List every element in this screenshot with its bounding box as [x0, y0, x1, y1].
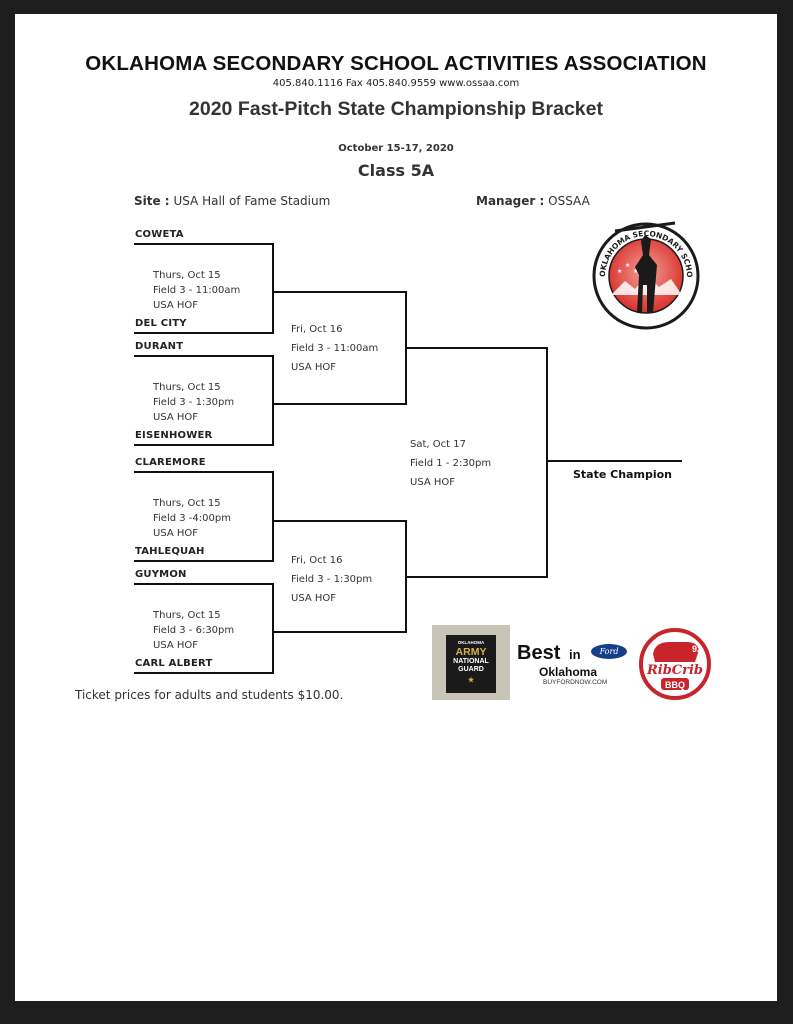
- bracket-line: [134, 332, 274, 334]
- game-venue: USA HOF: [153, 640, 199, 651]
- bracket-line: [272, 471, 274, 562]
- ford-url-text: BUYFORDNOW.COM: [543, 679, 608, 686]
- bracket-line: [272, 583, 274, 674]
- team-carl-albert: CARL ALBERT: [135, 658, 213, 669]
- guard-army-text: ARMY: [455, 646, 487, 658]
- manager-value: OSSAA: [548, 194, 590, 208]
- svg-text:★: ★: [625, 262, 630, 269]
- bracket-line: [405, 576, 548, 578]
- ford-in-text: in: [569, 647, 581, 662]
- star-icon: ★: [467, 677, 475, 684]
- game-field: Field 1 - 2:30pm: [410, 458, 492, 469]
- game-field: Field 3 - 1:30pm: [291, 574, 373, 585]
- site-label: Site :: [134, 194, 170, 208]
- bracket-line: [134, 560, 274, 562]
- game-venue: USA HOF: [410, 477, 456, 488]
- svg-text:92: 92: [692, 644, 702, 654]
- bracket-sheet: OKLAHOMA SECONDARY SCHOOL ACTIVITIES ASS…: [15, 14, 777, 1001]
- ford-oval-icon: Ford: [591, 644, 627, 659]
- game-day: Sat, Oct 17: [410, 439, 466, 450]
- bracket-line: [546, 347, 548, 578]
- game-day: Thurs, Oct 15: [153, 498, 221, 509]
- game-day: Fri, Oct 16: [291, 555, 343, 566]
- game-venue: USA HOF: [153, 528, 199, 539]
- game-info: Sat, Oct 17 Field 1 - 2:30pm USA HOF: [410, 435, 491, 492]
- game-venue: USA HOF: [291, 362, 337, 373]
- manager-label: Manager :: [476, 194, 545, 208]
- ribcrib-bbq-logo: 92 RibCrib BBQ: [639, 628, 711, 700]
- team-guymon: GUYMON: [135, 569, 187, 580]
- ford-state-text: Oklahoma: [539, 665, 598, 679]
- bracket-line: [272, 243, 274, 334]
- bracket-line: [272, 520, 407, 522]
- guard-national-text: NATIONAL: [453, 658, 489, 665]
- game-day: Thurs, Oct 15: [153, 270, 221, 281]
- svg-text:RibCrib: RibCrib: [646, 663, 703, 678]
- game-info: Thurs, Oct 15 Field 3 - 6:30pm USA HOF: [153, 608, 234, 653]
- svg-text:★: ★: [633, 268, 638, 275]
- state-champion-label: State Champion: [573, 468, 672, 481]
- event-dates: October 15-17, 2020: [338, 143, 454, 154]
- game-field: Field 3 - 6:30pm: [153, 625, 235, 636]
- ticket-prices-note: Ticket prices for adults and students $1…: [75, 688, 344, 702]
- team-coweta: COWETA: [135, 229, 184, 240]
- bracket-line: [272, 355, 274, 446]
- team-claremore: CLAREMORE: [135, 457, 206, 468]
- game-day: Thurs, Oct 15: [153, 382, 221, 393]
- bracket-line: [134, 672, 274, 674]
- team-del-city: DEL CITY: [135, 318, 187, 329]
- class-label: Class 5A: [357, 161, 435, 180]
- team-durant: DURANT: [135, 341, 184, 352]
- guard-top-text: OKLAHOMA: [457, 640, 485, 645]
- guard-guard-text: GUARD: [458, 666, 484, 673]
- bracket-line: [272, 291, 407, 293]
- game-info: Fri, Oct 16 Field 3 - 11:00am USA HOF: [291, 320, 378, 377]
- ossaa-seal-logo: ★★★ OKLAHOMA SECONDARY SCHOOL ACTIVITIES…: [587, 215, 700, 330]
- bracket-line: [134, 583, 274, 585]
- game-venue: USA HOF: [153, 412, 199, 423]
- team-tahlequah: TAHLEQUAH: [135, 546, 205, 557]
- game-venue: USA HOF: [153, 300, 199, 311]
- manager-info: Manager : OSSAA: [476, 194, 590, 208]
- game-field: Field 3 - 11:00am: [291, 343, 379, 354]
- bracket-line: [272, 403, 407, 405]
- bracket-line: [134, 471, 274, 473]
- team-eisenhower: EISENHOWER: [135, 430, 213, 441]
- game-field: Field 3 -4:00pm: [153, 513, 231, 524]
- army-national-guard-logo: OKLAHOMA ARMY NATIONAL GUARD ★: [432, 625, 510, 700]
- svg-text:★: ★: [617, 268, 622, 275]
- bracket-line: [134, 243, 274, 245]
- contact-line: 405.840.1116 Fax 405.840.9559 www.ossaa.…: [272, 78, 520, 89]
- champion-line: [546, 460, 682, 462]
- bracket-line: [134, 355, 274, 357]
- site-value: USA Hall of Fame Stadium: [173, 194, 331, 208]
- game-info: Fri, Oct 16 Field 3 - 1:30pm USA HOF: [291, 551, 372, 608]
- game-field: Field 3 - 11:00am: [153, 285, 241, 296]
- page-title: 2020 Fast-Pitch State Championship Brack…: [189, 98, 603, 120]
- game-info: Thurs, Oct 15 Field 3 - 11:00am USA HOF: [153, 268, 240, 313]
- bracket-line: [272, 631, 407, 633]
- site-info: Site : USA Hall of Fame Stadium: [134, 194, 330, 208]
- svg-text:BBQ: BBQ: [665, 680, 685, 690]
- best-in-oklahoma-ford-logo: Best in Ford Oklahoma BUYFORDNOW.COM: [517, 638, 631, 690]
- game-day: Thurs, Oct 15: [153, 610, 221, 621]
- game-info: Thurs, Oct 15 Field 3 -4:00pm USA HOF: [153, 496, 231, 541]
- bracket-line: [134, 444, 274, 446]
- bracket-line: [405, 347, 548, 349]
- org-name: OKLAHOMA SECONDARY SCHOOL ACTIVITIES ASS…: [85, 52, 707, 75]
- game-venue: USA HOF: [291, 593, 337, 604]
- game-field: Field 3 - 1:30pm: [153, 397, 235, 408]
- star-icon: ★★★: [617, 262, 638, 275]
- ford-best-text: Best: [517, 642, 561, 664]
- game-day: Fri, Oct 16: [291, 324, 343, 335]
- game-info: Thurs, Oct 15 Field 3 - 1:30pm USA HOF: [153, 380, 234, 425]
